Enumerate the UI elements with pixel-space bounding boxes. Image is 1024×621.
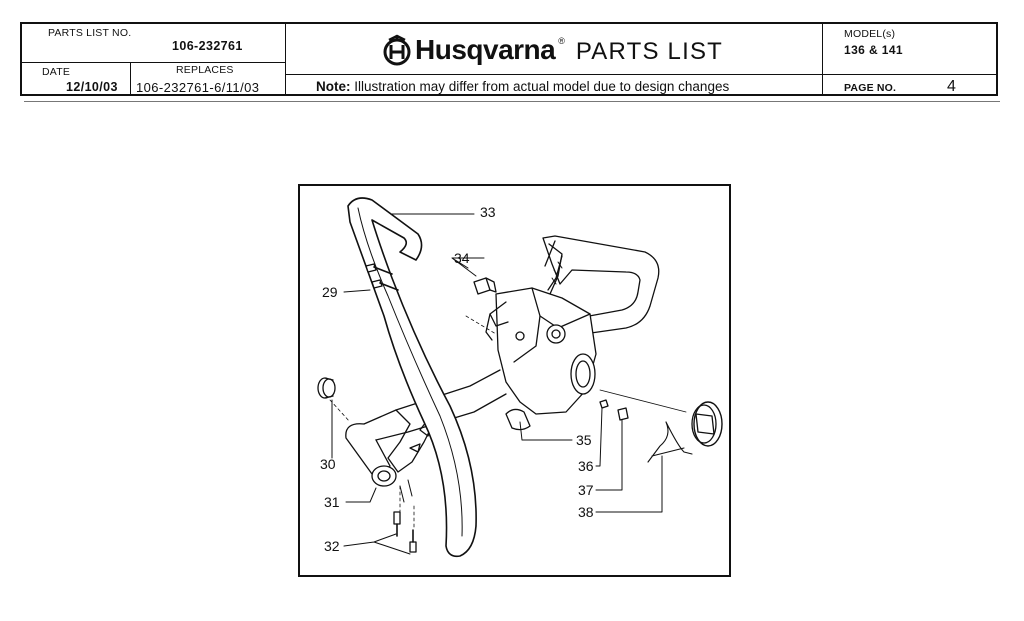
registered-mark: ®	[558, 36, 565, 46]
header-table: PARTS LIST NO. 106-232761 DATE 12/10/03 …	[20, 22, 998, 96]
brand-block: Husqvarna ® PARTS LIST	[382, 30, 723, 70]
note-line: Note: Illustration may differ from actua…	[316, 79, 729, 94]
callout-38: 38	[578, 504, 594, 520]
divider	[285, 74, 822, 75]
note-label: Note:	[316, 79, 351, 94]
page-number: 4	[947, 78, 956, 95]
exploded-view-illustration	[317, 197, 723, 558]
callout-36: 36	[578, 458, 594, 474]
divider	[130, 62, 131, 96]
callout-33: 33	[480, 204, 496, 220]
date-value: 12/10/03	[66, 80, 118, 94]
divider	[822, 24, 823, 96]
divider	[285, 24, 286, 96]
husqvarna-logo-icon	[383, 34, 411, 66]
note-text: Illustration may differ from actual mode…	[350, 79, 730, 94]
model-label: MODEL(s)	[844, 28, 896, 40]
model-value: 136 & 141	[844, 43, 903, 57]
divider	[822, 74, 998, 75]
callout-35: 35	[576, 432, 592, 448]
exploded-view-figure: 33 34 29 30 31 32 35 36 37 38	[298, 184, 731, 577]
callout-37: 37	[578, 482, 594, 498]
brand-name: Husqvarna	[415, 34, 556, 65]
parts-list-no-label: PARTS LIST NO.	[48, 27, 132, 39]
callout-32: 32	[324, 538, 340, 554]
parts-list-no: 106-232761	[172, 39, 243, 53]
callout-29: 29	[322, 284, 338, 300]
callout-31: 31	[324, 494, 340, 510]
page-label: PAGE NO.	[844, 82, 897, 94]
callout-30: 30	[320, 456, 336, 472]
document-title: PARTS LIST	[575, 38, 724, 65]
replaces-label: REPLACES	[176, 64, 234, 76]
date-label: DATE	[42, 66, 71, 78]
header-underline	[24, 101, 1000, 102]
replaces-value: 106-232761-6/11/03	[136, 80, 260, 95]
divider	[22, 62, 285, 63]
callout-34: 34	[454, 250, 470, 266]
